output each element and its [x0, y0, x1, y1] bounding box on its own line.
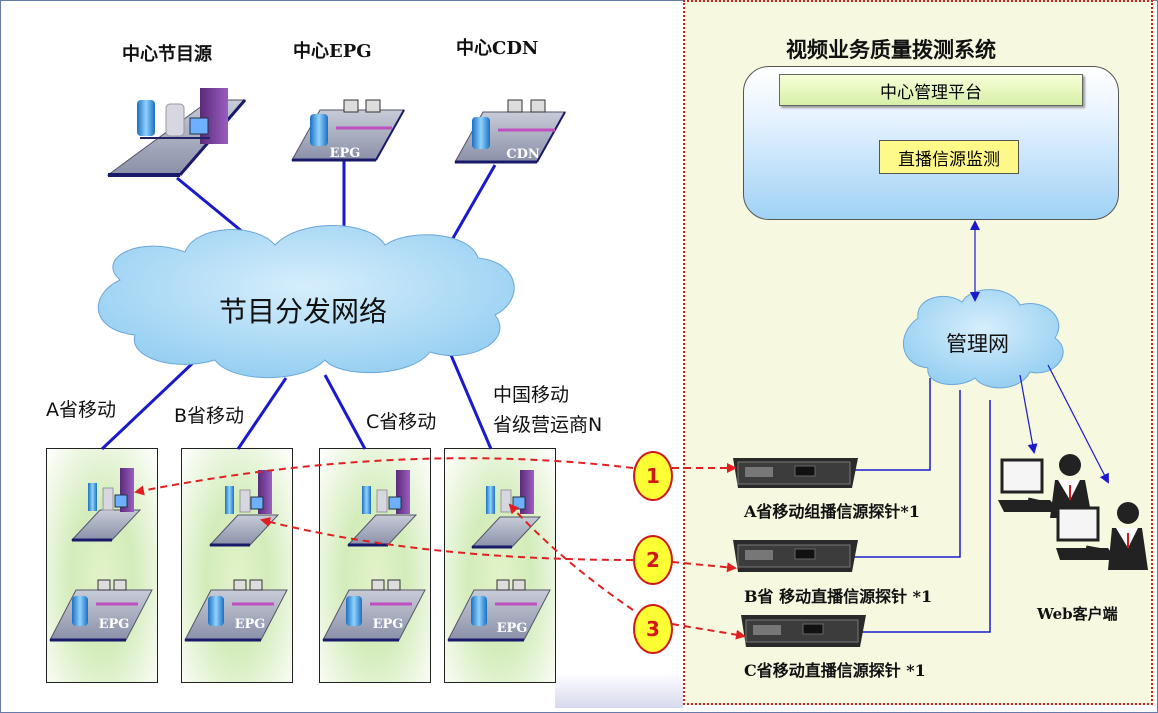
- province-n-source-icon: [470, 470, 542, 549]
- province-b-epg-tag: EPG: [235, 617, 266, 632]
- arrow-probe3-to-n: [508, 503, 634, 611]
- province-box-n: [444, 448, 556, 683]
- link-network-province-b: [236, 377, 288, 450]
- province-n-epg-icon: [447, 579, 551, 642]
- probe-b-label: B省 移动直播信源探针 *1: [744, 587, 933, 606]
- distribution-network-cloud: [97, 225, 515, 379]
- province-b-label: B省移动: [174, 405, 245, 427]
- link-mgmt-web1: [1019, 374, 1038, 454]
- province-box-b: [181, 448, 293, 683]
- central-cdn-tag: CDN: [506, 147, 540, 162]
- link-mgmt-web2: [1047, 364, 1109, 484]
- arrow-probe1-to-a: [134, 457, 634, 496]
- province-box-c: [319, 448, 431, 683]
- province-n-label-line2: 省级营运商N: [493, 414, 603, 436]
- link-network-province-n: [446, 347, 493, 450]
- probe-a-device: [733, 458, 858, 488]
- web-client-label: Web客户端: [1037, 605, 1118, 623]
- province-c-source-icon: [346, 470, 418, 547]
- province-c-epg-tag: EPG: [373, 617, 404, 632]
- center-management-platform: 中心管理平台: [779, 74, 1083, 106]
- link-network-province-a: [100, 358, 198, 451]
- link-mgmt-probe-c: [862, 400, 991, 633]
- central-cdn-label: 中心CDN: [456, 38, 539, 59]
- probe-c-device: [741, 615, 866, 647]
- province-c-epg-icon: [322, 579, 426, 642]
- province-a-label: A省移动: [46, 399, 116, 421]
- province-n-epg-tag: EPG: [497, 621, 528, 636]
- province-c-label: C省移动: [366, 411, 437, 433]
- bottom-gradient: [555, 672, 683, 708]
- arrow-probe2-to-b: [260, 517, 634, 561]
- system-title: 视频业务质量拨测系统: [786, 37, 996, 62]
- province-a-source-icon: [70, 468, 142, 542]
- central-cdn-icon: [454, 99, 566, 164]
- distribution-network-label: 节目分发网络: [219, 295, 388, 328]
- central-epg-label: 中心EPG: [293, 41, 372, 62]
- arrow-badge3-to-probe-c: [671, 623, 746, 640]
- province-n-label-line1: 中国移动: [493, 384, 570, 406]
- central-epg-tag: EPG: [330, 146, 361, 161]
- probe-badge-2: 2: [633, 535, 673, 585]
- province-a-epg-icon: [49, 579, 153, 642]
- live-source-monitor: 直播信源监测: [879, 140, 1019, 174]
- province-b-source-icon: [208, 470, 280, 547]
- link-mgmt-probe-b: [854, 390, 961, 558]
- central-epg-icon: [291, 99, 405, 162]
- management-network-cloud: [903, 289, 1064, 389]
- management-network-label: 管理网: [946, 332, 1009, 356]
- probe-b-device: [733, 540, 858, 572]
- province-a-epg-tag: EPG: [99, 617, 130, 632]
- central-source-label: 中心节目源: [122, 44, 212, 65]
- arrow-badge2-to-probe-b: [671, 561, 737, 573]
- probe-badge-1: 1: [633, 451, 673, 501]
- link-mgmt-probe-a: [854, 378, 931, 471]
- probe-c-label: C省移动直播信源探针 *1: [744, 661, 926, 680]
- probe-a-label: A省移动组播信源探针*1: [744, 502, 920, 521]
- province-b-epg-icon: [184, 579, 288, 642]
- probe-badge-3: 3: [633, 604, 673, 654]
- link-network-province-c: [323, 374, 367, 450]
- central-source-icon: [106, 88, 247, 177]
- web-client-user-2: [1056, 502, 1148, 570]
